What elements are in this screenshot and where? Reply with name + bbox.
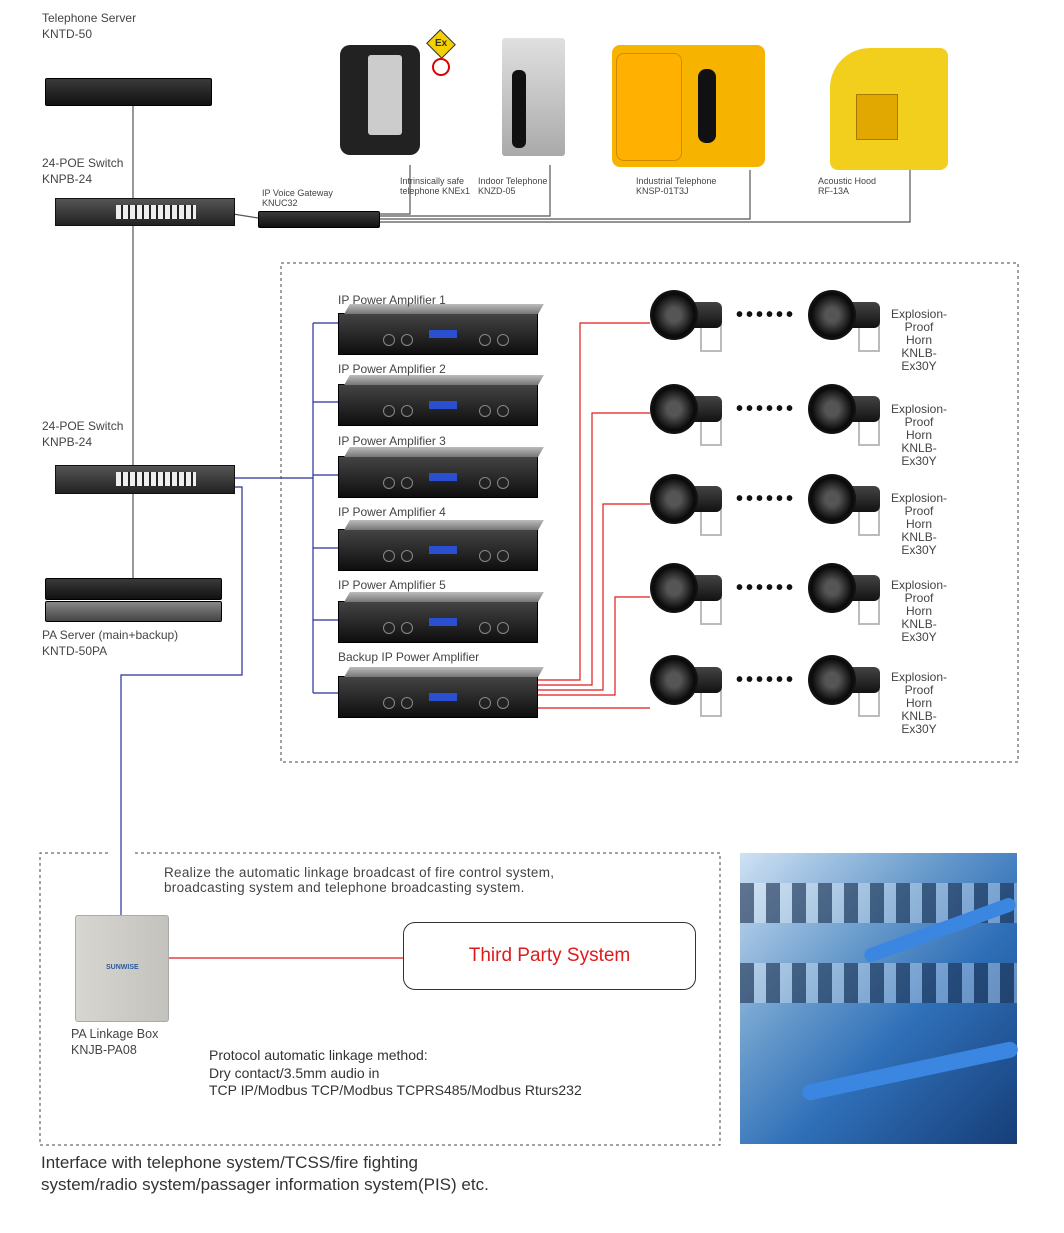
no-fire-icon — [432, 58, 450, 76]
amplifier-4 — [338, 520, 544, 571]
phone-lines — [132, 105, 911, 578]
amp-label-2: IP Power Amplifier 2 — [338, 362, 446, 376]
telephone-server-device — [45, 78, 212, 106]
switch-top-device — [55, 198, 235, 226]
horn-ellipsis: •••••• — [736, 398, 797, 420]
switch-mid-device — [55, 465, 235, 494]
intrinsically-safe-phone — [340, 45, 420, 155]
horn-ellipsis: •••••• — [736, 577, 797, 599]
amplifier-1 — [338, 304, 544, 355]
horn-icon — [650, 649, 728, 719]
horn-icon — [650, 378, 728, 448]
horn-icon — [808, 468, 886, 538]
amp-label-5: IP Power Amplifier 5 — [338, 578, 446, 592]
pa-server-label: PA Server (main+backup)KNTD-50PA — [42, 628, 179, 658]
footer-text: Interface with telephone system/TCSS/fir… — [41, 1153, 489, 1194]
horn-icon — [650, 284, 728, 354]
network-cables-photo — [740, 853, 1020, 1144]
horn-ellipsis: •••••• — [736, 304, 797, 326]
horn-ellipsis: •••••• — [736, 669, 797, 691]
horn-icon — [650, 468, 728, 538]
horn-icon — [808, 284, 886, 354]
amp-label-4: IP Power Amplifier 4 — [338, 505, 446, 519]
horn-icon — [808, 649, 886, 719]
amplifier-2 — [338, 375, 544, 426]
pa-server-device — [45, 578, 222, 622]
industrial-phone — [612, 45, 765, 167]
horn-icon — [808, 378, 886, 448]
linkage-description: Realize the automatic linkage broadcast … — [164, 865, 555, 895]
acoustic-hood — [830, 48, 948, 170]
horn-ellipsis: •••••• — [736, 488, 797, 510]
amp-label-3: IP Power Amplifier 3 — [338, 434, 446, 448]
amplifier-backup — [338, 667, 544, 718]
linkage-zone-border — [39, 852, 721, 1146]
amp-label-backup: Backup IP Power Amplifier — [338, 650, 480, 664]
amplifier-5 — [338, 592, 544, 643]
horn-icon — [650, 557, 728, 627]
amplifier-3 — [338, 447, 544, 498]
pa-linkage-box-device: SUNWISE — [75, 915, 169, 1022]
protocol-text: Protocol automatic linkage method:Dry co… — [209, 1047, 582, 1098]
amp-label-1: IP Power Amplifier 1 — [338, 293, 446, 307]
gateway-device — [258, 211, 380, 228]
amplifier-zone-border — [280, 262, 1019, 763]
indoor-phone — [502, 38, 565, 156]
horn-icon — [808, 557, 886, 627]
network-lines — [120, 322, 338, 915]
audio-lines — [167, 322, 650, 959]
third-party-system-box: Third Party System — [403, 922, 696, 990]
